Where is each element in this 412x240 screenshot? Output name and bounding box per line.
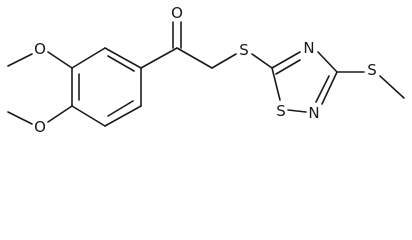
bond	[104, 105, 142, 127]
benzene-ring	[71, 47, 142, 127]
thioether-sulfur-label: S	[239, 41, 249, 59]
bond	[271, 51, 301, 69]
chemical-structure: O O O S N S N S	[7, 4, 405, 136]
ring-nitrogen-bottom-label: N	[308, 104, 319, 122]
bond	[317, 51, 338, 73]
bond	[271, 67, 281, 101]
bond	[47, 105, 73, 123]
bond	[321, 71, 338, 105]
bond	[140, 47, 178, 69]
bond	[211, 53, 237, 69]
aromatic-double-bond	[107, 55, 135, 72]
ring-sulfur-label: S	[276, 102, 286, 120]
bond	[71, 47, 106, 69]
methoxy-group-lower	[7, 105, 73, 125]
carbonyl-oxygen-label: O	[171, 4, 183, 22]
ring-double-bond	[275, 59, 301, 75]
thiadiazole-ring	[271, 51, 338, 113]
bond	[176, 47, 213, 69]
bond	[379, 75, 405, 99]
bond	[47, 51, 73, 69]
methylthio-sulfur-label: S	[367, 61, 377, 79]
bond	[7, 111, 33, 125]
bond	[251, 53, 273, 69]
bond	[7, 53, 33, 67]
methoxy-group-upper	[7, 51, 73, 69]
aromatic-double-bond	[107, 100, 134, 117]
methoxy-oxygen-lower-label: O	[34, 118, 46, 136]
ketone-linker	[140, 21, 237, 69]
methoxy-oxygen-upper-label: O	[34, 40, 46, 58]
methylthio-group	[336, 71, 405, 99]
bond	[287, 109, 307, 113]
ring-double-bond	[315, 75, 330, 103]
ring-nitrogen-top-label: N	[303, 39, 314, 57]
bond	[104, 47, 142, 69]
thioether-linker	[251, 53, 273, 69]
bond	[71, 105, 106, 127]
